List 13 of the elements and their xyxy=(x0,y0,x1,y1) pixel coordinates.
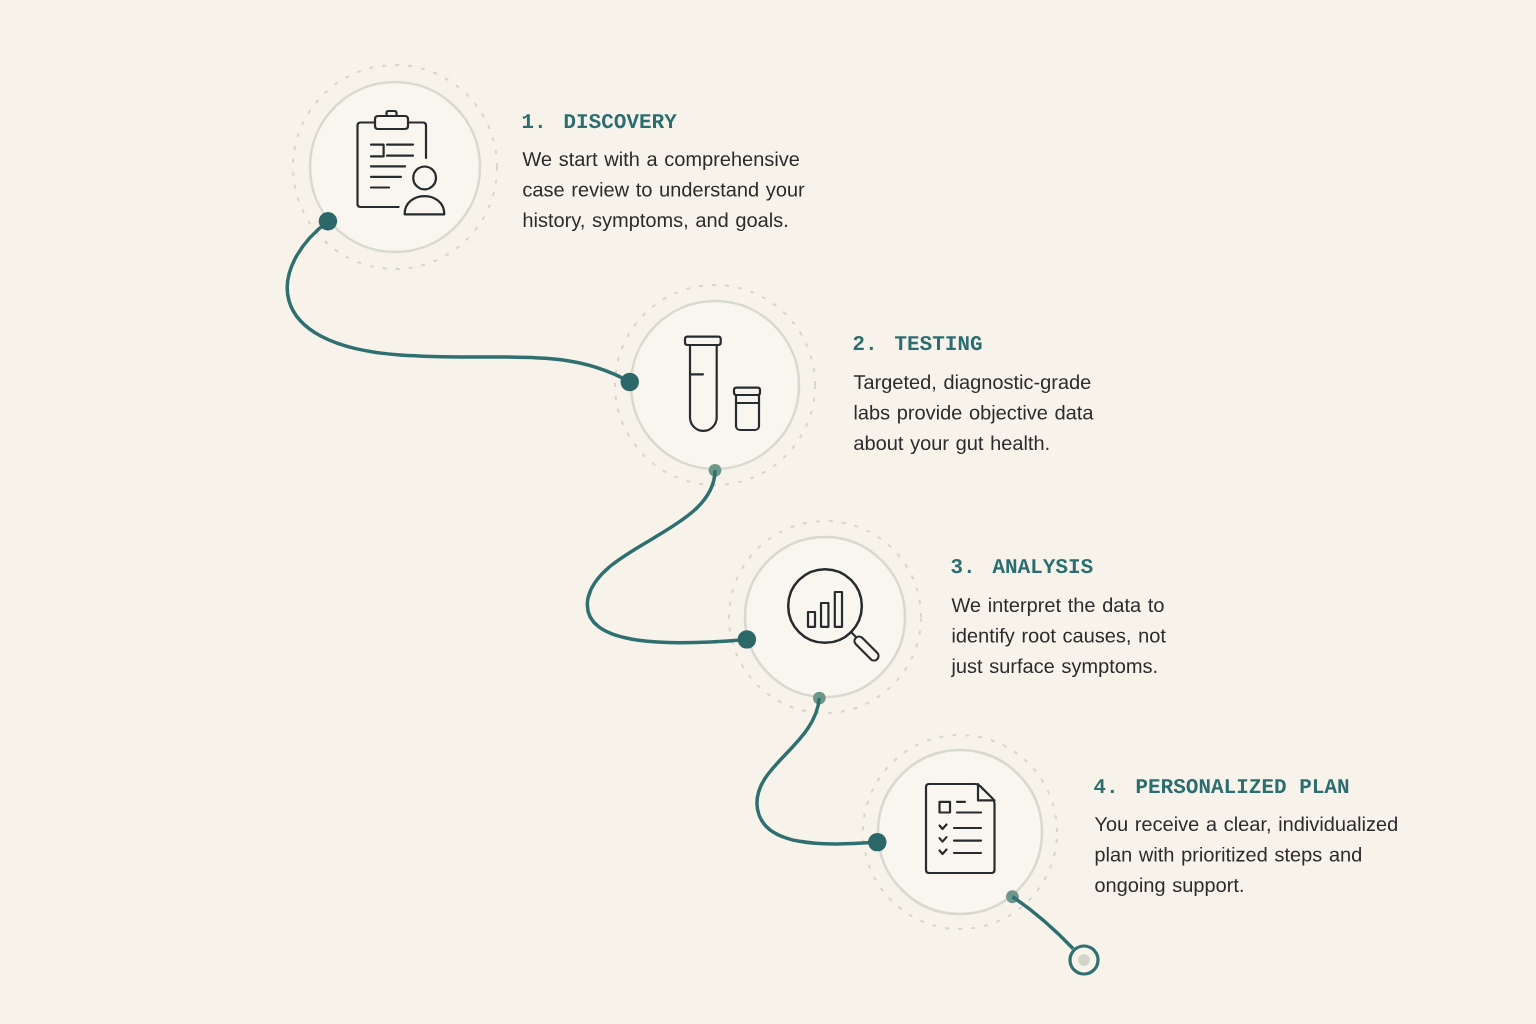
step-title: 4. PERSONALIZED PLAN xyxy=(1094,778,1349,794)
step-description: We start with a comprehensive case review to understand your history, symptoms, and goals. xyxy=(522,151,805,232)
step-title: 1. DISCOVERY xyxy=(522,113,677,129)
step-description: Targeted, diagnostic-grade labs provide objective data about your gut health. xyxy=(853,374,1094,455)
connector xyxy=(586,470,757,649)
step-description: You receive a clear, individualized plan with prioritized steps and ongoing support. xyxy=(1094,816,1397,897)
step-description: We interpret the data to identify root causes, not just surface symptoms. xyxy=(950,597,1166,678)
step-title: 3. ANALYSIS xyxy=(951,558,1093,574)
step-title: 2. TESTING xyxy=(853,335,982,351)
connector xyxy=(285,212,639,392)
end-marker xyxy=(1068,944,1100,976)
connector xyxy=(755,697,887,852)
connector xyxy=(1011,895,1075,950)
